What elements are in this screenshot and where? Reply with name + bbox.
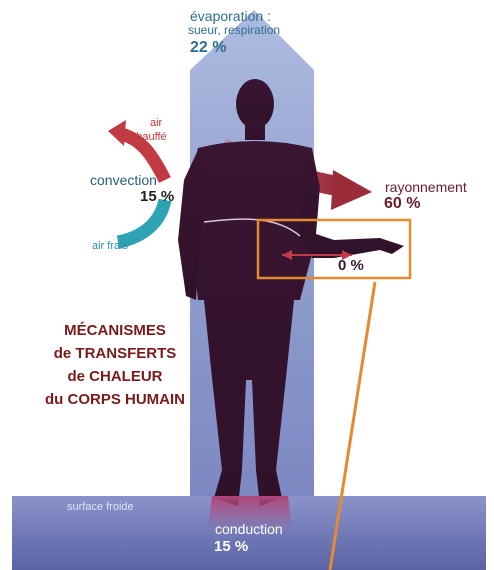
title-line-1: MÉCANISMES — [10, 322, 220, 339]
evaporation-label: évaporation : — [190, 9, 271, 23]
radiation-value: 60 % — [384, 196, 420, 212]
convection-label: convection — [90, 173, 157, 187]
convection-cold-arc — [118, 200, 165, 242]
cold-surface-label: surface froide — [67, 502, 134, 513]
title-line-2: de TRANSFERTS — [10, 345, 220, 362]
hot-air-label-line2: réchauffé — [121, 132, 167, 143]
radiation-arrowhead — [331, 170, 372, 210]
cold-air-label: air frais — [92, 241, 128, 252]
title-line-3: de CHALEUR — [10, 368, 220, 385]
conduction-value: 15 % — [214, 539, 248, 554]
title-line-4: du CORPS HUMAIN — [10, 391, 220, 408]
evaporation-value: 22 % — [190, 40, 226, 56]
radiation-label: rayonnement — [385, 180, 467, 194]
convection-value: 15 % — [140, 189, 174, 204]
hand-gap-value: 0 % — [338, 258, 364, 273]
evaporation-sub: sueur, respiration — [188, 24, 280, 36]
conduction-label: conduction — [215, 522, 283, 536]
hot-air-label-line1: air — [150, 118, 162, 129]
